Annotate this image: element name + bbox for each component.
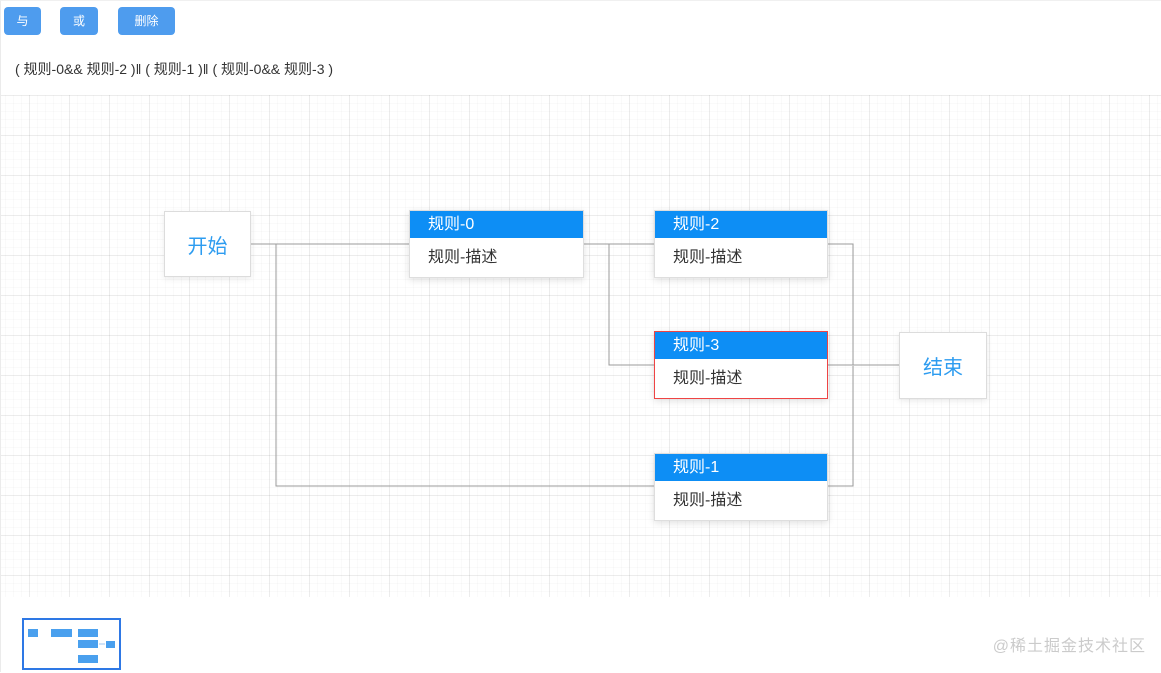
node-rule-3[interactable]: 规则-3 规则-描述 (654, 331, 828, 399)
minimap-edge (99, 643, 105, 645)
node-start-label: 开始 (187, 235, 228, 258)
node-rule-1[interactable]: 规则-1 规则-描述 (654, 453, 828, 521)
minimap-node-rule3 (78, 640, 98, 648)
node-rule-0[interactable]: 规则-0 规则-描述 (409, 210, 584, 278)
node-start[interactable]: 开始 (164, 211, 251, 277)
minimap-node-rule1 (78, 655, 98, 663)
delete-button[interactable]: 删除 (118, 7, 175, 35)
node-rule-1-desc: 规则-描述 (655, 481, 827, 520)
minimap-node-rule2 (78, 629, 98, 637)
node-rule-2-title: 规则-2 (655, 211, 827, 238)
node-end-label: 结束 (923, 357, 963, 379)
and-button[interactable]: 与 (4, 7, 41, 35)
node-end[interactable]: 结束 (899, 332, 987, 399)
node-rule-3-desc: 规则-描述 (655, 359, 827, 398)
minimap-node-rule0 (51, 629, 72, 637)
node-rule-0-title: 规则-0 (410, 211, 583, 238)
node-rule-2-desc: 规则-描述 (655, 238, 827, 277)
rule-expression-text: ( 规则-0&& 规则-2 )‖ ( 规则-1 )‖ ( 规则-0&& 规则-3… (15, 61, 334, 77)
minimap-node-end (106, 641, 115, 648)
minimap-node-start (28, 629, 38, 637)
node-rule-1-title: 规则-1 (655, 454, 827, 481)
minimap[interactable] (22, 618, 121, 670)
node-rule-3-title: 规则-3 (655, 332, 827, 359)
or-button[interactable]: 或 (60, 7, 98, 35)
flow-canvas-grid[interactable] (1, 95, 1161, 597)
node-rule-2[interactable]: 规则-2 规则-描述 (654, 210, 828, 278)
node-rule-0-desc: 规则-描述 (410, 238, 583, 277)
watermark: @稀土掘金技术社区 (992, 638, 1146, 655)
